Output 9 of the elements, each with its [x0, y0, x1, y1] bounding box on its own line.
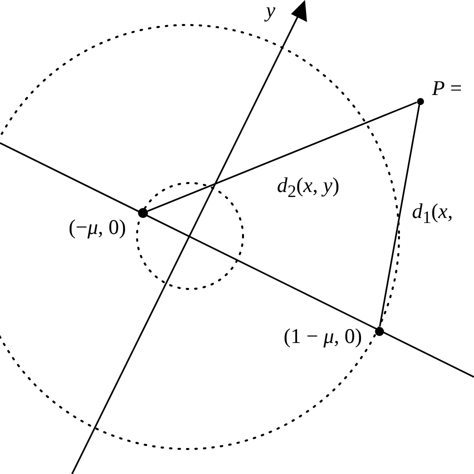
coordinate-label: P =: [432, 78, 462, 99]
axis-label: y: [266, 0, 276, 21]
distance-line: [379, 104, 420, 327]
coordinate-label: (−μ, 0): [68, 217, 126, 238]
point-dot: [416, 98, 424, 104]
point-dot: [138, 208, 148, 218]
distance-line: [147, 102, 418, 212]
coordinate-label: (1 − μ, 0): [284, 326, 362, 347]
point-dot: [374, 326, 384, 336]
